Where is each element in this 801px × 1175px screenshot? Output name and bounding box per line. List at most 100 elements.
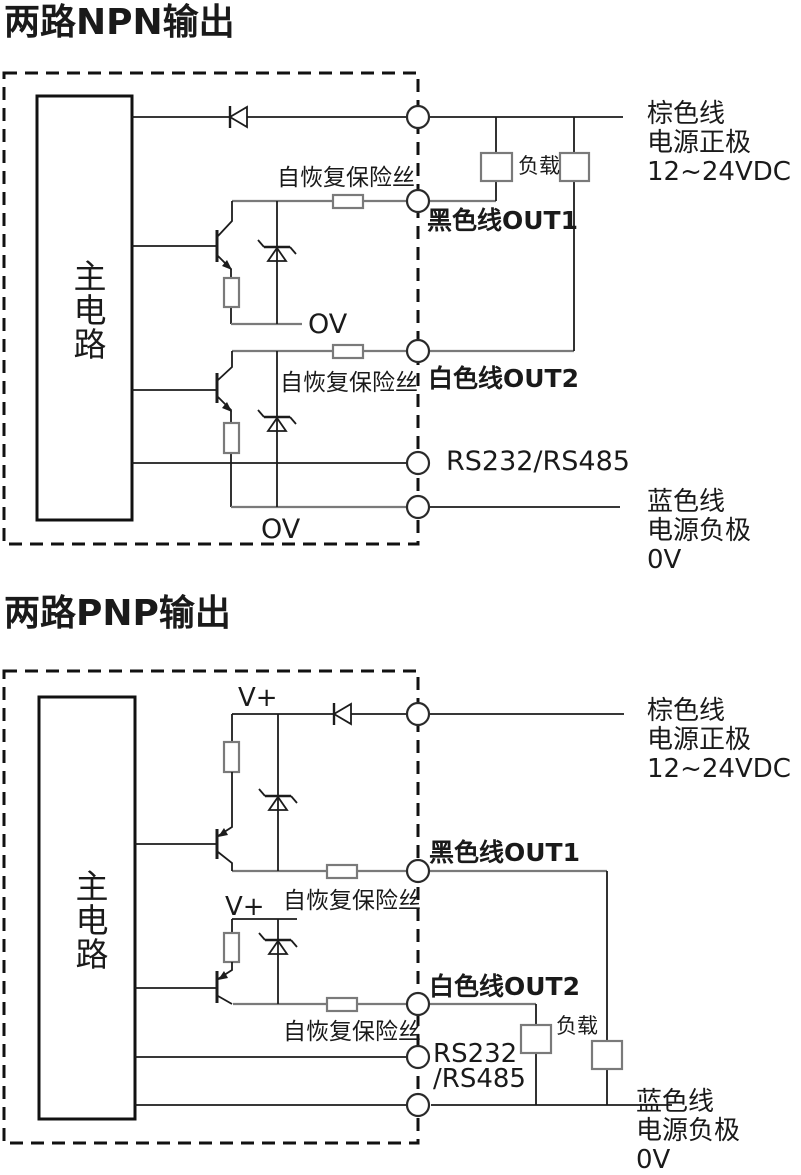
pnp-load-box-2 <box>590 1039 624 1071</box>
polarity-line: 电源正极 <box>647 128 752 158</box>
npn-load-branch-wires <box>495 117 575 351</box>
npn-title: 两路NPN输出 <box>4 2 235 43</box>
pnp-fuse-out1 <box>325 863 359 880</box>
npn-black-wires <box>132 116 623 508</box>
polarity-line: 电源负极 <box>636 1116 741 1146</box>
transistor-collector <box>217 995 233 1005</box>
transistor-collector <box>217 851 233 871</box>
npn-resistor-out1 <box>222 276 241 309</box>
pnp-out1-wire-label: 黑色线OUT1 <box>429 838 581 867</box>
pnp-transistor-out1 <box>215 772 233 871</box>
zener-triangle <box>267 795 289 811</box>
wire-color-line: 蓝色线 <box>647 487 726 517</box>
npn-reverse-protection-diode <box>228 105 248 129</box>
pnp-reverse-protection-diode <box>332 702 352 726</box>
pnp-circuit <box>2 669 672 1145</box>
npn-load-box-2 <box>558 151 591 183</box>
wire-color-line: 棕色线 <box>647 99 726 129</box>
npn-out1-wire-label: 黑色线OUT1 <box>427 206 579 235</box>
emitter-arrow <box>222 402 232 412</box>
emitter-arrow <box>222 260 232 270</box>
npn-fuse-out1 <box>331 193 365 210</box>
serial-line-2: /RS485 <box>433 1064 526 1094</box>
npn-zener-out2 <box>257 351 297 507</box>
npn-transistor-out1 <box>215 201 233 278</box>
zener-triangle <box>266 416 288 432</box>
npn-terminal-power-positive <box>405 104 431 130</box>
pnp-load-box-1 <box>519 1023 553 1055</box>
zener-triangle <box>267 939 289 955</box>
transistor-collector <box>217 201 233 237</box>
voltage-line: 12~24VDC <box>647 754 791 784</box>
npn-zener-out1 <box>257 201 297 324</box>
npn-main-circuit-block <box>35 94 134 522</box>
pnp-title: 两路PNP输出 <box>4 593 231 634</box>
npn-main-block-label: 主电路 <box>67 259 107 361</box>
diode-triangle <box>228 105 248 129</box>
npn-dashed-enclosure <box>2 71 420 546</box>
wire-color-line: 蓝色线 <box>636 1087 715 1117</box>
npn-out2-wire-label: 白色线OUT2 <box>428 364 580 393</box>
pnp-resistor-out1 <box>222 740 241 774</box>
zener-triangle <box>266 246 288 262</box>
npn-load-label: 负载 <box>518 154 560 178</box>
pnp-transistor-out2 <box>215 962 233 1005</box>
npn-zero-volt-label-1: OV <box>308 309 348 340</box>
pnp-fuse-label-out2: 自恢复保险丝 <box>283 1019 421 1045</box>
npn-fuse-out2 <box>331 343 365 360</box>
pnp-out2-wire-label: 白色线OUT2 <box>429 972 581 1001</box>
wire-color-line: 棕色线 <box>647 696 726 726</box>
npn-resistor-out2 <box>222 421 241 455</box>
polarity-line: 电源负极 <box>647 516 752 546</box>
pnp-terminal-power-positive <box>405 701 431 727</box>
pnp-power-negative-label: 蓝色线 电源负极 0V <box>636 1088 740 1175</box>
npn-power-negative-label: 蓝色线 电源负极 0V <box>647 488 751 575</box>
npn-transistor-out2 <box>215 351 233 423</box>
polarity-line: 电源正极 <box>647 725 752 755</box>
npn-load-box-1 <box>479 151 514 183</box>
voltage-line: 0V <box>636 1145 671 1175</box>
transistor-collector <box>217 351 233 381</box>
emitter-arrow <box>218 971 228 980</box>
zener-bar-wings <box>258 932 298 948</box>
pnp-resistor-out2 <box>222 931 241 964</box>
npn-gray-wires <box>231 199 574 509</box>
pnp-terminal-rs232-rs485 <box>405 1044 431 1070</box>
npn-circuit <box>2 71 623 546</box>
zener-bar-wings <box>257 409 297 425</box>
pnp-main-circuit-block <box>37 695 137 1121</box>
pnp-serial-label: RS232 /RS485 <box>433 1039 526 1094</box>
pnp-dashed-enclosure <box>2 669 420 1145</box>
emitter-arrow <box>218 828 228 837</box>
pnp-fuse-label-out1: 自恢复保险丝 <box>283 888 421 914</box>
npn-terminal-out1 <box>405 188 431 214</box>
pnp-zener-out1 <box>258 714 298 871</box>
pnp-load-branch-wires <box>535 871 608 1105</box>
pnp-power-positive-label: 棕色线 电源正极 12~24VDC <box>647 697 791 784</box>
voltage-line: 12~24VDC <box>647 157 791 187</box>
pnp-vplus-label-2: V+ <box>225 892 265 922</box>
npn-terminal-rs232-rs485 <box>405 450 431 476</box>
npn-fuse-label-out1: 自恢复保险丝 <box>277 165 415 191</box>
zener-bar-wings <box>258 788 298 804</box>
pnp-vplus-label-1: V+ <box>238 683 278 713</box>
voltage-line: 0V <box>647 545 682 575</box>
npn-terminal-power-negative <box>405 494 431 520</box>
npn-serial-label: RS232/RS485 <box>446 446 630 477</box>
pnp-fuse-out2 <box>325 996 359 1013</box>
zener-bar-wings <box>257 239 297 255</box>
npn-zero-volt-label-2: OV <box>261 514 301 545</box>
pnp-gray-wires <box>232 869 607 1006</box>
pnp-main-block-label: 主电路 <box>69 869 109 971</box>
pnp-terminal-out1 <box>405 858 431 884</box>
serial-line-1: RS232 <box>433 1039 518 1069</box>
diode-triangle <box>332 702 352 726</box>
pnp-black-wires <box>135 713 672 1106</box>
pnp-zener-out2 <box>258 919 298 1004</box>
npn-terminal-out2 <box>405 338 431 364</box>
npn-power-positive-label: 棕色线 电源正极 12~24VDC <box>647 100 791 187</box>
pnp-terminal-out2 <box>405 991 431 1017</box>
transistor-emitter <box>217 772 233 837</box>
